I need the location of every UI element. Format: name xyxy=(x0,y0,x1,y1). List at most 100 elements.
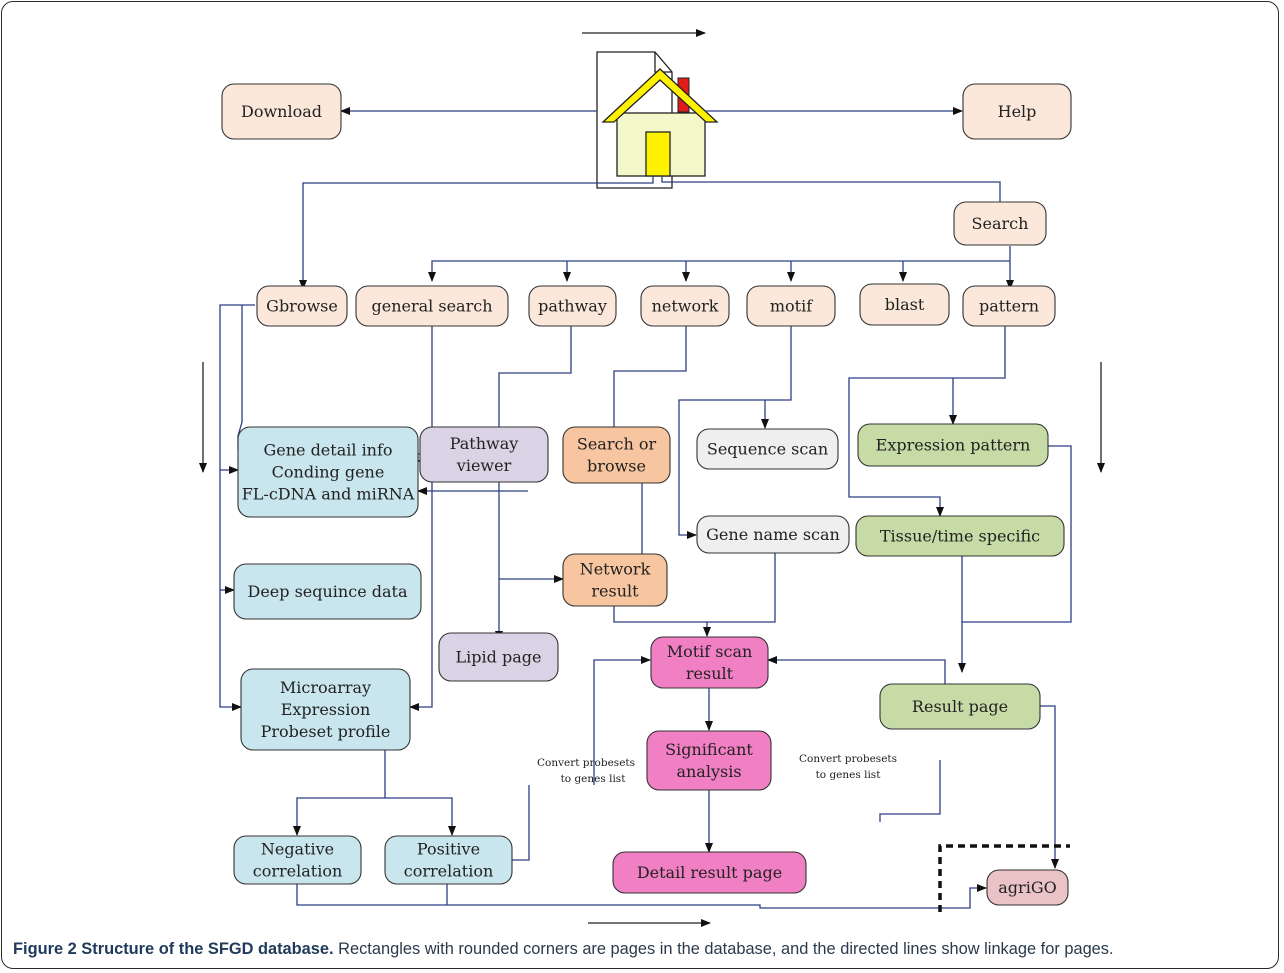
node-box xyxy=(962,285,1056,327)
caption-label: Figure 2 Structure of the SFGD database. xyxy=(13,940,334,958)
convert-note-right: Convert probesets to genes list xyxy=(799,753,897,781)
page-expression-pattern[interactable]: Expression pattern xyxy=(857,423,1049,467)
node-box xyxy=(612,851,807,894)
node-box xyxy=(696,428,839,470)
note-line: to genes list xyxy=(816,769,882,781)
node-box xyxy=(857,423,1049,467)
node-label: Probeset profile xyxy=(261,722,391,741)
page-search[interactable]: Search xyxy=(953,201,1047,246)
node-box xyxy=(986,869,1069,906)
node-label: blast xyxy=(885,295,925,314)
page-detail-result-page[interactable]: Detail result page xyxy=(612,851,807,894)
page-tissue-time-specific[interactable]: Tissue/time specific xyxy=(855,515,1065,557)
page-sequence-scan[interactable]: Sequence scan xyxy=(696,428,839,470)
node-box xyxy=(562,553,668,607)
node-label: result xyxy=(591,582,639,601)
node-box xyxy=(419,426,549,483)
page-gene-name-scan[interactable]: Gene name scan xyxy=(696,515,850,554)
node-box xyxy=(384,835,513,885)
node-box xyxy=(355,285,509,327)
node-box xyxy=(237,426,419,518)
page-blast[interactable]: blast xyxy=(859,283,950,326)
home-icon xyxy=(596,51,719,189)
node-label: Search or xyxy=(577,435,657,454)
page-motif[interactable]: motif xyxy=(746,285,836,327)
node-label: general search xyxy=(371,297,492,316)
node-box xyxy=(650,636,769,689)
node-label: Search xyxy=(972,214,1029,233)
figure-caption: Figure 2 Structure of the SFGD database.… xyxy=(13,939,1273,959)
node-label: agriGO xyxy=(998,878,1056,897)
node-box xyxy=(855,515,1065,557)
page-result-page[interactable]: Result page xyxy=(879,683,1041,730)
node-label: Sequence scan xyxy=(707,440,828,459)
node-label: Motif scan xyxy=(667,642,753,661)
node-box xyxy=(859,283,950,326)
page-positive-correlation[interactable]: Positive correlation xyxy=(384,835,513,885)
node-box xyxy=(879,683,1041,730)
node-box xyxy=(221,83,342,140)
node-label: Tissue/time specific xyxy=(880,527,1040,546)
flow-direction-arrows xyxy=(199,29,1105,927)
page-network-result[interactable]: Network result xyxy=(562,553,668,607)
node-label: Pathway xyxy=(450,434,519,453)
node-label: pathway xyxy=(538,297,607,316)
page-lipid-page[interactable]: Lipid page xyxy=(438,632,559,682)
node-label: Conding gene xyxy=(272,463,385,482)
page-negative-correlation[interactable]: Negative correlation xyxy=(233,835,362,885)
page-search-or-browse[interactable]: Search or browse xyxy=(562,426,671,484)
page-gbrowse[interactable]: Gbrowse xyxy=(256,285,348,327)
node-label: pattern xyxy=(979,297,1039,316)
node-label: Negative xyxy=(261,840,334,859)
page-pathway[interactable]: pathway xyxy=(528,285,617,327)
page-pattern[interactable]: pattern xyxy=(962,285,1056,327)
node-box xyxy=(962,83,1072,140)
node-box xyxy=(746,285,836,327)
page-general-search[interactable]: general search xyxy=(355,285,509,327)
node-label: FL-cDNA and miRNA xyxy=(242,485,415,504)
node-label: Significant xyxy=(665,740,753,759)
page-download[interactable]: Download xyxy=(221,83,342,140)
node-box xyxy=(233,563,422,620)
node-label: Result page xyxy=(912,697,1008,716)
caption-text: Rectangles with rounded corners are page… xyxy=(333,940,1114,958)
node-box xyxy=(646,730,772,791)
page-motif-scan-result[interactable]: Motif scan result xyxy=(650,636,769,689)
node-label: correlation xyxy=(404,862,494,881)
node-label: Microarray xyxy=(280,678,371,697)
node-box xyxy=(233,835,362,885)
page-deep-sequence-data[interactable]: Deep sequince data xyxy=(233,563,422,620)
node-box xyxy=(696,515,850,554)
node-box xyxy=(528,285,617,327)
page-network[interactable]: network xyxy=(640,285,730,327)
note-line: Convert probesets xyxy=(799,753,897,765)
node-label: result xyxy=(686,664,734,683)
page-pathway-viewer[interactable]: Pathway viewer xyxy=(419,426,549,483)
node-label: motif xyxy=(770,297,813,316)
node-label: viewer xyxy=(456,456,512,475)
node-label: Help xyxy=(998,102,1037,121)
node-label: analysis xyxy=(676,762,741,781)
page-help[interactable]: Help xyxy=(962,83,1072,140)
node-label: correlation xyxy=(253,862,343,881)
page-agrigo[interactable]: agriGO xyxy=(986,869,1069,906)
node-label: network xyxy=(652,297,719,316)
convert-note-left: Convert probesets to genes list xyxy=(537,757,635,785)
node-box xyxy=(640,285,730,327)
node-label: Gbrowse xyxy=(266,297,338,316)
node-label: browse xyxy=(587,457,646,476)
note-line: Convert probesets xyxy=(537,757,635,769)
node-label: Network xyxy=(580,560,651,579)
node-label: Expression pattern xyxy=(876,436,1031,455)
node-box xyxy=(438,632,559,682)
node-label: Detail result page xyxy=(637,863,782,882)
node-label: Positive xyxy=(417,840,480,859)
page-significant-analysis[interactable]: Significant analysis xyxy=(646,730,772,791)
node-label: Lipid page xyxy=(456,648,542,667)
node-box xyxy=(562,426,671,484)
node-box xyxy=(256,285,348,327)
note-line: to genes list xyxy=(561,773,627,785)
